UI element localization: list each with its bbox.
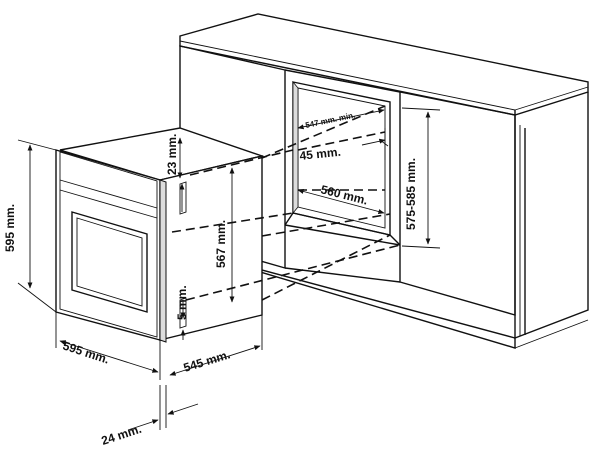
label-oven-depth: 545 mm. bbox=[182, 347, 232, 374]
label-oven-height: 595 mm. bbox=[3, 204, 17, 252]
dimension-lines bbox=[17, 107, 441, 431]
label-oven-width: 595 mm. bbox=[61, 339, 111, 367]
oven-unit bbox=[55, 127, 265, 343]
label-top-gap: 23 mm. bbox=[165, 134, 179, 175]
label-inner-height: 567 mm. bbox=[214, 220, 228, 268]
label-niche-depth: 560 mm. bbox=[319, 182, 369, 207]
label-niche-side: 45 mm. bbox=[299, 145, 342, 163]
label-bottom-gap: 5 mm. bbox=[175, 285, 189, 320]
kitchen-cabinet bbox=[179, 13, 589, 349]
label-niche-min-width: 547 mm. min. bbox=[305, 111, 356, 130]
label-front-panel-depth: 24 mm. bbox=[100, 422, 144, 448]
label-niche-height: 575-585 mm. bbox=[404, 158, 418, 230]
